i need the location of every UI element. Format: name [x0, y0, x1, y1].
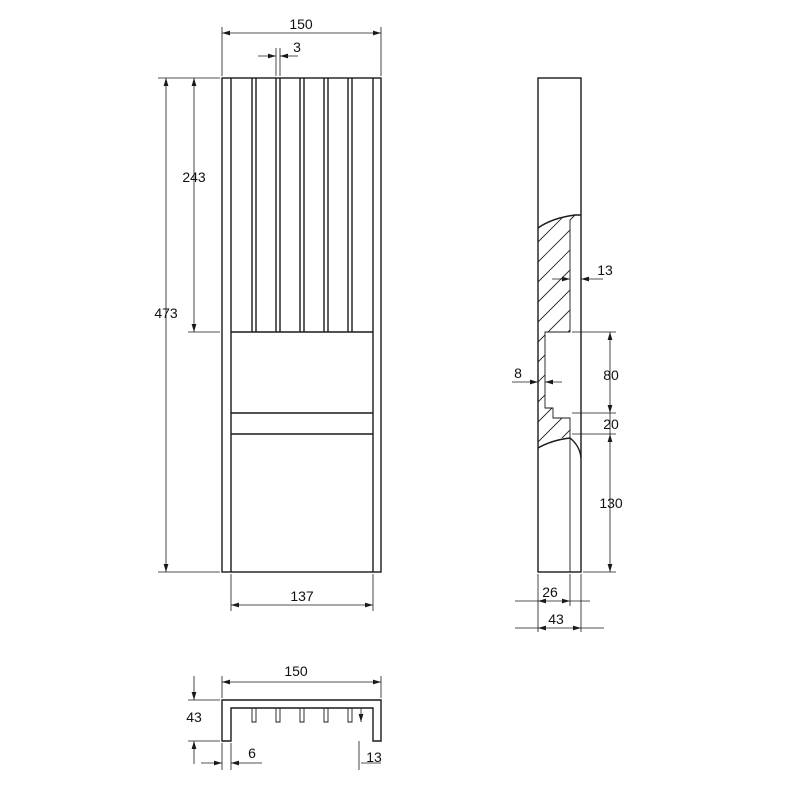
- top-slots: [251, 708, 353, 723]
- hatch-line: [538, 215, 575, 281]
- top-slot: [275, 708, 281, 723]
- front-outline: [221, 77, 382, 573]
- section-profile: [544, 214, 576, 438]
- top-view: [221, 699, 382, 742]
- hatch-line: [538, 339, 575, 421]
- dim-slot-width: 3: [293, 39, 301, 55]
- hatch-line: [538, 279, 575, 361]
- bottom-cut-curve: [537, 437, 582, 459]
- top-cut-curve: [537, 214, 581, 229]
- front-dimensions: 150 3 473 243 137: [154, 16, 382, 611]
- side-outline: [537, 77, 582, 573]
- side-dimensions: 13 8 80 20 130 26 43: [512, 262, 623, 632]
- dim-overall-height: 473: [154, 305, 178, 321]
- top-slot: [347, 708, 353, 723]
- hatch-line: [538, 379, 575, 448]
- hatch-line: [538, 419, 575, 448]
- dim-slot-depth: 243: [182, 169, 206, 185]
- top-dimensions: 150 43 6 13: [186, 663, 382, 770]
- dim-side-wall: 13: [597, 262, 613, 278]
- dim-rail-height: 20: [603, 416, 619, 432]
- top-slot: [323, 708, 329, 723]
- hatch-line: [538, 219, 575, 301]
- hatch-line: [538, 359, 575, 441]
- hatch-line: [538, 215, 575, 261]
- top-profile: [221, 699, 382, 742]
- side-section-view: [537, 77, 582, 573]
- hatch-line: [538, 299, 575, 381]
- dim-overall-depth: 43: [548, 611, 564, 627]
- top-slot: [299, 708, 305, 723]
- dim-side-wall-bottom: 8: [514, 365, 522, 381]
- dim-top-depth: 43: [186, 709, 202, 725]
- dim-lower-height: 130: [599, 495, 623, 511]
- hatch-line: [538, 259, 575, 341]
- dim-front-width: 150: [289, 16, 313, 32]
- dim-top-wall: 13: [366, 749, 382, 765]
- section-hatching: [538, 215, 575, 448]
- hatch-line: [538, 239, 575, 321]
- knife-slots: [251, 78, 353, 332]
- top-slot: [251, 708, 257, 723]
- front-view: [221, 77, 382, 573]
- dim-top-leg: 6: [248, 745, 256, 761]
- dim-rebate-height: 80: [603, 367, 619, 383]
- dim-top-width: 150: [284, 663, 308, 679]
- dim-inner-width: 137: [290, 588, 314, 604]
- dim-rail-depth: 26: [542, 584, 558, 600]
